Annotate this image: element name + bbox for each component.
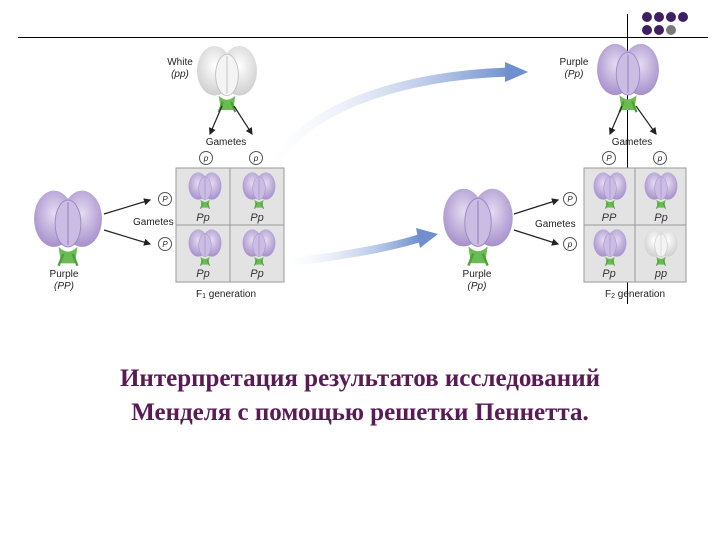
gamete-arrow	[513, 229, 560, 246]
caption-line-2: Менделя с помощью решетки Пеннетта.	[131, 399, 589, 426]
gamete-arrow	[103, 198, 152, 215]
gametes-side-label: Gametes	[133, 217, 174, 228]
gamete-top-1: p	[199, 151, 213, 165]
white-flower-parent	[196, 44, 258, 114]
gametes-top-label: Gametes	[205, 137, 247, 148]
gamete-arrow	[209, 105, 223, 136]
slide-caption: Интерпретация результатов исследований М…	[0, 362, 720, 430]
gamete-top-2: p	[249, 151, 263, 165]
arrow-curve-top	[267, 67, 515, 173]
gamete-side-2: P	[158, 237, 172, 251]
gametes-top-label-right: Gametes	[611, 137, 653, 148]
f1-cell-genotype: Pp	[250, 212, 264, 224]
purple-flower-side-parent	[442, 187, 514, 267]
f1-cell-genotype: Pp	[196, 212, 210, 224]
decor-dot	[654, 12, 664, 22]
vertical-rule	[627, 14, 628, 304]
decor-dot	[666, 12, 676, 22]
arrow-head-mid	[416, 228, 438, 248]
white-parent-genotype: (pp)	[171, 69, 189, 80]
arrow-straight-mid	[284, 234, 424, 266]
top-parent-genotype: (Pp)	[564, 69, 584, 80]
purple-flower-parent	[32, 189, 104, 267]
f1-generation-label: F1 generation	[196, 289, 257, 300]
f1-cell-genotype: Pp	[250, 268, 264, 280]
gamete-top-1-right: P	[602, 151, 616, 165]
decor-dot	[654, 25, 664, 35]
top-parent-label: Purple	[559, 57, 589, 68]
caption-line-1: Интерпретация результатов исследований	[119, 365, 601, 392]
gamete-arrow	[635, 105, 657, 135]
f2-cell-genotype: PP	[601, 212, 617, 224]
gamete-side-2-right: p	[563, 237, 577, 251]
gametes-side-label-right: Gametes	[535, 219, 576, 230]
gamete-side-1: P	[158, 192, 172, 206]
gamete-top-2-right: p	[653, 151, 667, 165]
decor-dot	[666, 25, 676, 35]
white-parent-label: White	[167, 57, 193, 68]
arrow-head-top	[505, 62, 528, 82]
gamete-arrow	[233, 105, 253, 136]
purple-parent-genotype: (PP)	[54, 281, 74, 292]
side-parent-genotype: (Pp)	[467, 281, 487, 292]
f2-generation-label: F2 generation	[605, 289, 666, 300]
f2-cell-genotype: Pp	[654, 212, 668, 224]
decor-dot	[642, 12, 652, 22]
gamete-arrow	[103, 229, 152, 246]
decor-dot	[678, 12, 688, 22]
gamete-arrow	[513, 198, 560, 215]
header-rule	[18, 37, 708, 38]
side-parent-label: Purple	[462, 269, 492, 280]
purple-flower-top-parent	[596, 42, 660, 114]
f1-cell-genotype: Pp	[196, 268, 210, 280]
f2-cell-genotype: pp	[654, 268, 668, 280]
decor-dot	[642, 25, 652, 35]
f2-cell-genotype: Pp	[602, 268, 616, 280]
decor-dots	[640, 10, 704, 38]
purple-parent-label: Purple	[49, 269, 79, 280]
gamete-side-1-right: P	[563, 192, 577, 206]
gamete-arrow	[609, 105, 623, 136]
